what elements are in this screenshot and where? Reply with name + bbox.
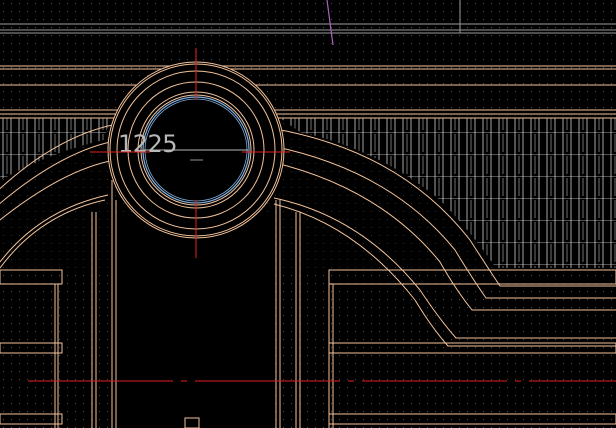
arch-bands (0, 121, 616, 347)
center-crosshair-icon (90, 48, 290, 258)
top-band-lines (0, 0, 616, 119)
dimension-annotation: 1225 (118, 130, 248, 161)
dimension-label: 1225 (118, 130, 177, 158)
leader-line (326, 0, 334, 46)
opening-voids (0, 212, 275, 428)
pillar-lines (0, 180, 616, 428)
